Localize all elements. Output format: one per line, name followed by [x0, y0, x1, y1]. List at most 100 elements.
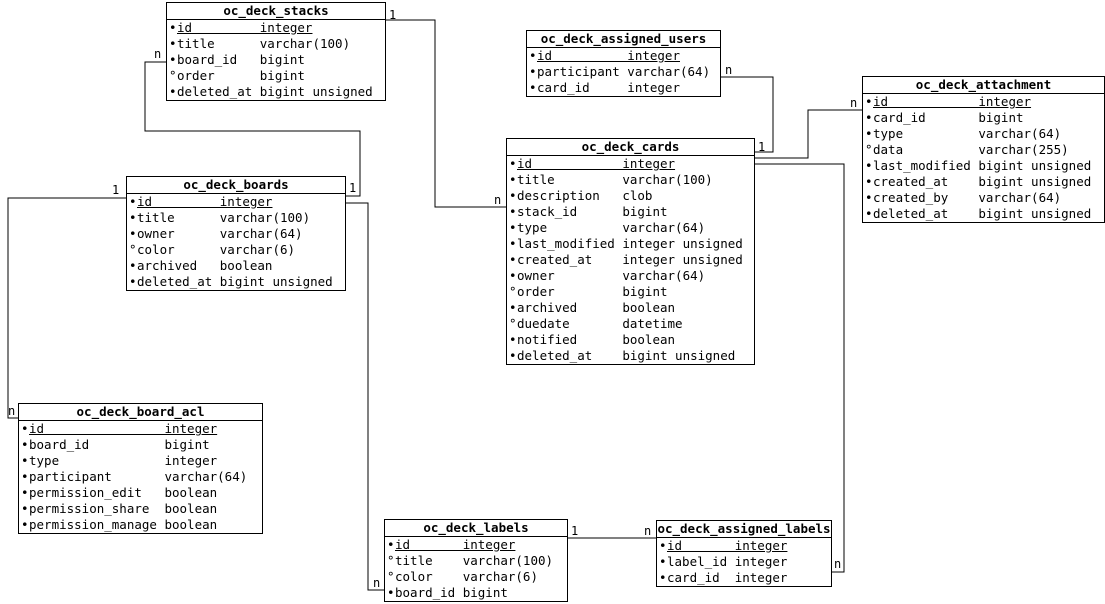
cardinality-label: n — [373, 576, 381, 590]
notnull-bullet-icon: • — [865, 174, 873, 189]
field-row-card_id: •card_id bigint — [863, 110, 1104, 126]
cardinality-label: 1 — [389, 8, 397, 22]
field-row-archived: •archived boolean — [127, 258, 345, 274]
field-row-owner: •owner varchar(64) — [127, 226, 345, 242]
nullable-bullet-icon: ° — [169, 68, 177, 83]
table-title: oc_deck_assigned_labels — [657, 521, 831, 538]
field-row-data: °data varchar(255) — [863, 142, 1104, 158]
table-title: oc_deck_labels — [385, 520, 567, 537]
notnull-bullet-icon: • — [509, 236, 517, 251]
notnull-bullet-icon: • — [865, 206, 873, 221]
er-table-oc_deck_assigned_users: oc_deck_assigned_users •id integer•partic… — [526, 30, 721, 97]
er-table-oc_deck_assigned_labels: oc_deck_assigned_labels•id integer•label… — [656, 520, 832, 587]
field-name-and-type: color varchar(6) — [395, 569, 538, 584]
field-name-and-type: created_at bigint unsigned — [873, 174, 1092, 189]
notnull-bullet-icon: • — [129, 194, 137, 209]
er-table-oc_deck_stacks: oc_deck_stacks•id integer•title varchar(… — [166, 2, 386, 101]
notnull-bullet-icon: • — [169, 36, 177, 51]
er-table-oc_deck_board_acl: oc_deck_board_acl•id integer•board_id bi… — [18, 403, 263, 534]
field-row-id: •id integer — [657, 538, 831, 554]
notnull-bullet-icon: • — [509, 204, 517, 219]
field-name-and-type: type varchar(64) — [873, 126, 1062, 141]
notnull-bullet-icon: • — [509, 188, 517, 203]
field-row-color: °color varchar(6) — [385, 569, 567, 585]
field-row-board_id: •board_id bigint — [19, 437, 262, 453]
field-row-board_id: •board_id bigint — [385, 585, 567, 601]
notnull-bullet-icon: • — [21, 437, 29, 452]
nullable-bullet-icon: ° — [387, 553, 395, 568]
field-name-and-type: participant varchar(64) — [537, 64, 711, 79]
field-row-deleted_at: •deleted_at bigint unsigned — [507, 348, 754, 364]
field-name-and-type: permission_share boolean — [29, 501, 218, 516]
field-row-title: °title varchar(100) — [385, 553, 567, 569]
nullable-bullet-icon: ° — [387, 569, 395, 584]
field-row-participant: •participant varchar(64) — [19, 469, 262, 485]
field-row-last_modified: •last_modified bigint unsigned — [863, 158, 1104, 174]
notnull-bullet-icon: • — [21, 469, 29, 484]
primary-key-field-text: id integer — [29, 421, 218, 436]
field-row-color: °color varchar(6) — [127, 242, 345, 258]
field-name-and-type: type integer — [29, 453, 218, 468]
field-name-and-type: permission_edit boolean — [29, 485, 218, 500]
field-name-and-type: notified boolean — [517, 332, 676, 347]
primary-key-field-text: id integer — [873, 94, 1032, 109]
field-name-and-type: archived boolean — [517, 300, 676, 315]
field-row-id: •id integer — [19, 421, 262, 437]
er-table-oc_deck_attachment: oc_deck_attachment•id integer•card_id bi… — [862, 76, 1105, 223]
notnull-bullet-icon: • — [529, 64, 537, 79]
notnull-bullet-icon: • — [865, 190, 873, 205]
notnull-bullet-icon: • — [129, 210, 137, 225]
field-row-id: •id integer — [167, 20, 385, 36]
er-table-oc_deck_boards: oc_deck_boards•id integer•title varchar(… — [126, 176, 346, 291]
table-title: oc_deck_assigned_users — [527, 31, 720, 48]
notnull-bullet-icon: • — [387, 537, 395, 552]
field-row-deleted_at: •deleted_at bigint unsigned — [863, 206, 1104, 222]
field-name-and-type: card_id integer — [667, 570, 788, 585]
primary-key-field-text: id integer — [137, 194, 273, 209]
field-row-participant: •participant varchar(64) — [527, 64, 720, 80]
field-row-order: °order bigint — [167, 68, 385, 84]
cardinality-label: n — [725, 63, 733, 77]
field-row-stack_id: •stack_id bigint — [507, 204, 754, 220]
notnull-bullet-icon: • — [129, 258, 137, 273]
field-name-and-type: order bigint — [517, 284, 668, 299]
field-row-card_id: •card_id integer — [657, 570, 831, 586]
field-row-title: •title varchar(100) — [507, 172, 754, 188]
field-row-label_id: •label_id integer — [657, 554, 831, 570]
notnull-bullet-icon: • — [509, 156, 517, 171]
field-name-and-type: title varchar(100) — [395, 553, 554, 568]
primary-key-field-text: id integer — [667, 538, 788, 553]
notnull-bullet-icon: • — [865, 158, 873, 173]
notnull-bullet-icon: • — [865, 110, 873, 125]
field-name-and-type: permission_manage boolean — [29, 517, 218, 532]
notnull-bullet-icon: • — [865, 94, 873, 109]
nullable-bullet-icon: ° — [865, 142, 873, 157]
field-name-and-type: description clob — [517, 188, 653, 203]
field-name-and-type: deleted_at bigint unsigned — [177, 84, 373, 99]
field-row-id: •id integer — [507, 156, 754, 172]
notnull-bullet-icon: • — [659, 554, 667, 569]
notnull-bullet-icon: • — [129, 226, 137, 241]
nullable-bullet-icon: ° — [509, 316, 517, 331]
notnull-bullet-icon: • — [169, 52, 177, 67]
cardinality-label: 1 — [112, 183, 120, 197]
field-name-and-type: archived boolean — [137, 258, 273, 273]
field-name-and-type: created_by varchar(64) — [873, 190, 1062, 205]
notnull-bullet-icon: • — [509, 332, 517, 347]
table-title: oc_deck_cards — [507, 139, 754, 156]
field-name-and-type: last_modified bigint unsigned — [873, 158, 1092, 173]
cardinality-label: n — [834, 557, 842, 571]
cardinality-label: 1 — [349, 181, 357, 195]
primary-key-field-text: id integer — [537, 48, 680, 63]
field-name-and-type: title varchar(100) — [137, 210, 311, 225]
field-row-board_id: •board_id bigint — [167, 52, 385, 68]
cardinality-label: n — [154, 47, 162, 61]
field-row-order: °order bigint — [507, 284, 754, 300]
field-row-deleted_at: •deleted_at bigint unsigned — [167, 84, 385, 100]
field-row-id: •id integer — [127, 194, 345, 210]
cardinality-label: n — [644, 524, 652, 538]
field-row-created_by: •created_by varchar(64) — [863, 190, 1104, 206]
field-row-duedate: °duedate datetime — [507, 316, 754, 332]
field-name-and-type: color varchar(6) — [137, 242, 296, 257]
